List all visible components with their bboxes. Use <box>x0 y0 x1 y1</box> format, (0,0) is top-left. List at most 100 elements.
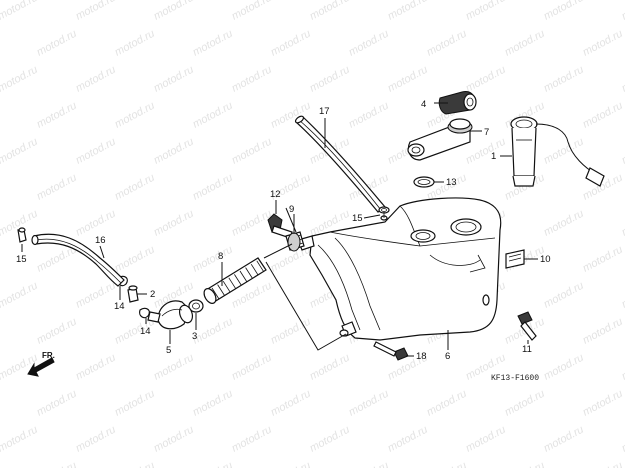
watermark-text: motod.ru <box>35 172 79 203</box>
hose-corrugation <box>256 260 265 273</box>
callout-17: 17 <box>319 106 330 117</box>
watermark-text: motod.ru <box>0 244 1 275</box>
watermark-text: motod.ru <box>152 0 196 23</box>
part-15-clamp-lower <box>17 227 27 243</box>
watermark-text: motod.ru <box>542 136 586 167</box>
part-6-fuel-tank <box>297 197 502 341</box>
watermark-text: motod.ru <box>620 64 625 95</box>
watermark-text: motod.ru <box>581 100 625 131</box>
watermark-text: motod.ru <box>347 460 391 468</box>
watermark-text: motod.ru <box>347 28 391 59</box>
part-18-bolt <box>373 341 409 361</box>
watermark-text: motod.ru <box>425 388 469 419</box>
part-16-hose <box>31 233 125 287</box>
watermark-text: motod.ru <box>0 100 1 131</box>
watermark-text: motod.ru <box>425 460 469 468</box>
watermark-text: motod.ru <box>542 0 586 23</box>
callout-16: 16 <box>95 235 106 246</box>
watermark-text: motod.ru <box>542 208 586 239</box>
watermark-text: motod.ru <box>269 316 313 347</box>
part-17-hose <box>294 115 386 213</box>
watermark-text: motod.ru <box>74 424 118 455</box>
watermark-text: motod.ru <box>0 64 40 95</box>
watermark-text: motod.ru <box>0 388 1 419</box>
part-13-o-ring <box>413 176 435 188</box>
watermark-text: motod.ru <box>620 280 625 311</box>
watermark-text: motod.ru <box>152 352 196 383</box>
watermark-text: motod.ru <box>152 64 196 95</box>
part-11-bolt <box>517 311 537 341</box>
hose-corrugation <box>211 287 220 300</box>
watermark-text: motod.ru <box>503 388 547 419</box>
watermark-text: motod.ru <box>581 316 625 347</box>
hose-corrugation <box>217 284 225 296</box>
watermark-text: motod.ru <box>542 280 586 311</box>
watermark-text: motod.ru <box>308 0 352 23</box>
diagram-code: KF13-F1600 <box>491 374 539 383</box>
watermark-text: motod.ru <box>191 100 235 131</box>
watermark-text: motod.ru <box>581 244 625 275</box>
watermark-text: motod.ru <box>503 28 547 59</box>
watermark-text: motod.ru <box>581 388 625 419</box>
callout-2: 2 <box>150 289 155 300</box>
watermark-text: motod.ru <box>191 388 235 419</box>
part-9-fitting <box>285 231 305 252</box>
watermark-text: motod.ru <box>0 0 40 23</box>
part-12-clip <box>267 213 293 239</box>
direction-label: FR. <box>42 351 55 360</box>
watermark-text: motod.ru <box>581 460 625 468</box>
watermark-text: motod.ru <box>35 388 79 419</box>
watermark-text: motod.ru <box>152 424 196 455</box>
watermark-text: motod.ru <box>269 388 313 419</box>
watermark-text: motod.ru <box>230 208 274 239</box>
watermark-text: motod.ru <box>347 100 391 131</box>
hose-corrugation <box>250 263 259 276</box>
part-10-label <box>505 249 525 269</box>
watermark-text: motod.ru <box>386 424 430 455</box>
callout-8: 8 <box>218 251 223 262</box>
callout-6: 6 <box>445 351 450 362</box>
watermark-text: motod.ru <box>0 136 40 167</box>
watermark-text: motod.ru <box>230 352 274 383</box>
watermark-text: motod.ru <box>35 316 79 347</box>
watermark-text: motod.ru <box>581 28 625 59</box>
hose-corrugation <box>228 277 237 290</box>
watermark-text: motod.ru <box>620 136 625 167</box>
front-direction-arrow: FR. <box>27 351 55 377</box>
watermark-text: motod.ru <box>425 28 469 59</box>
watermark-text: motod.ru <box>35 28 79 59</box>
watermark-text: motod.ru <box>464 64 508 95</box>
watermark-text: motod.ru <box>542 352 586 383</box>
callout-18: 18 <box>416 351 427 362</box>
watermark-text: motod.ru <box>542 64 586 95</box>
watermark-text: motod.ru <box>152 208 196 239</box>
watermark-text: motod.ru <box>620 424 625 455</box>
watermark-text: motod.ru <box>191 316 235 347</box>
watermark-text: motod.ru <box>0 28 1 59</box>
callout-1: 1 <box>491 151 496 162</box>
watermark-text: motod.ru <box>113 100 157 131</box>
watermark-text: motod.ru <box>230 64 274 95</box>
watermark-text: motod.ru <box>74 64 118 95</box>
watermark-text: motod.ru <box>386 64 430 95</box>
hose-corrugation <box>245 267 253 279</box>
part-4-cap <box>438 91 477 115</box>
watermark-text: motod.ru <box>503 460 547 468</box>
watermark-text: motod.ru <box>347 388 391 419</box>
watermark-text: motod.ru <box>113 28 157 59</box>
watermark-text: motod.ru <box>191 244 235 275</box>
callout-5: 5 <box>166 345 171 356</box>
hose-corrugation <box>234 274 242 286</box>
watermark-text: motod.ru <box>74 136 118 167</box>
watermark-text: motod.ru <box>74 352 118 383</box>
watermark-text: motod.ru <box>308 352 352 383</box>
callout-15-upper: 15 <box>352 213 363 224</box>
part-1-sensor-unit <box>510 116 605 187</box>
callout-14-lower: 14 <box>140 326 151 337</box>
watermark-text: motod.ru <box>113 172 157 203</box>
watermark-text: motod.ru <box>0 280 40 311</box>
watermark-text: motod.ru <box>464 0 508 23</box>
watermark-text: motod.ru <box>230 0 274 23</box>
watermark-text: motod.ru <box>269 460 313 468</box>
callout-12: 12 <box>270 189 281 200</box>
